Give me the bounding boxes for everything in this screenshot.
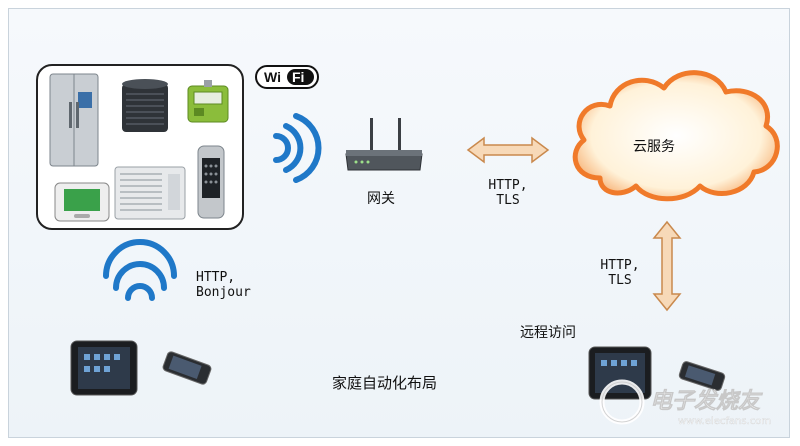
wifi-signal-icon (273, 113, 322, 183)
remote-tablet-icon (588, 346, 652, 400)
arrow-cloud-remote (652, 220, 682, 312)
link-label-gateway-cloud: HTTP, TLS (480, 178, 536, 208)
cloud-label: 云服务 (633, 139, 675, 155)
remote-access-label: 远程访问 (520, 325, 576, 341)
air-conditioner-icon (122, 79, 168, 132)
arrow-gateway-cloud (466, 136, 550, 164)
remote-phone-icon (678, 361, 726, 391)
refrigerator-icon (49, 73, 99, 167)
link-label-cloud-remote: HTTP, TLS (592, 258, 648, 288)
wifi-badge-fi: Fi (292, 69, 304, 85)
diagram-title: 家庭自动化布局 (332, 374, 438, 392)
smart-devices-box (36, 64, 244, 230)
link-gateway-cloud-line1: HTTP, (488, 178, 528, 193)
thermostat-icon (54, 182, 110, 222)
phone-icon (162, 351, 212, 385)
router-icon (345, 118, 423, 171)
gateway-label: 网关 (367, 191, 395, 207)
tablet-icon (70, 340, 138, 396)
cloud-icon (572, 70, 780, 202)
local-wifi-signal-icon (103, 239, 177, 301)
link-local-line2: Bonjour (196, 285, 251, 300)
watermark-url: www.elecfans.com (678, 416, 771, 427)
link-cloud-remote-line1: HTTP, (600, 258, 640, 273)
link-local-line1: HTTP, (196, 270, 236, 285)
link-label-local: HTTP, Bonjour (196, 270, 251, 300)
meter-icon (187, 80, 229, 123)
remote-panel-icon (197, 145, 225, 219)
link-cloud-remote-line2: TLS (608, 273, 632, 288)
watermark-text: 电子发烧友 (650, 388, 763, 414)
watermark-logo-icon: 电子发烧友 www.elecfans.com (599, 379, 771, 427)
wifi-badge-wi: Wi (264, 69, 281, 85)
window-ac-icon (114, 166, 186, 220)
link-gateway-cloud-line2: TLS (496, 193, 520, 208)
wifi-logo-icon: Wi Fi (255, 65, 319, 89)
